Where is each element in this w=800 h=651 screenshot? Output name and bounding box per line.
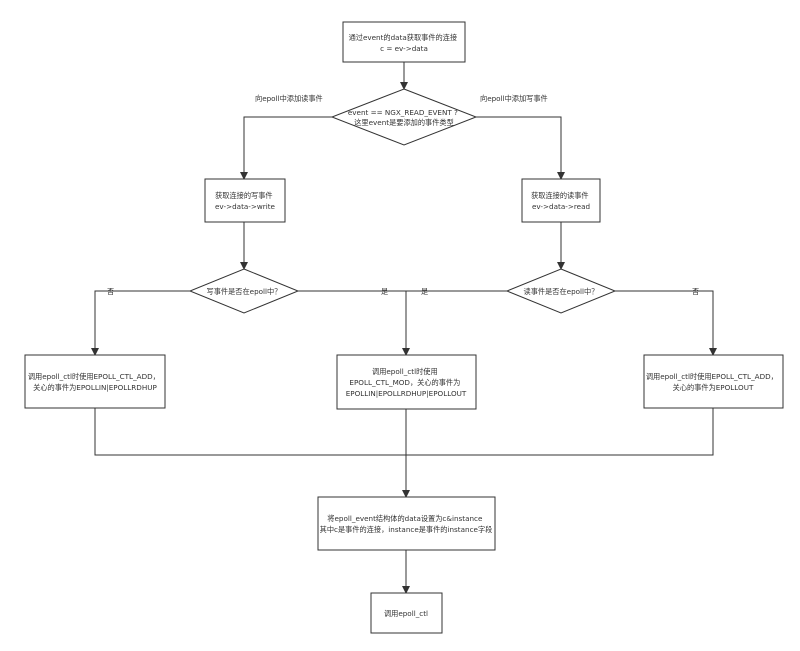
decision-event-type: event == NGX_READ_EVENT ? 这里event是要添加的事件… bbox=[330, 88, 478, 146]
edge-label-left-branch: 向epoll中添加读事件 bbox=[255, 94, 323, 103]
edge-read-no bbox=[615, 290, 717, 356]
edge-label-right-branch: 向epoll中添加写事件 bbox=[480, 94, 548, 103]
edge-label-read-yes: 是 bbox=[421, 287, 428, 296]
node-text: 调用epoll_ctl时使用EPOLL_CTL_ADD， 关心的事件为EPOLL… bbox=[646, 372, 780, 392]
edge-decision-to-get-write bbox=[240, 116, 332, 180]
node-text: 调用epoll_ctl bbox=[384, 609, 428, 618]
node-text: 将epoll_event结构体的data设置为c&instance 其中c是事件… bbox=[320, 514, 493, 534]
node-text: 写事件是否在epoll中？ bbox=[207, 287, 282, 296]
edge-label-write-no: 否 bbox=[107, 287, 114, 296]
decision-write-in-epoll: 写事件是否在epoll中？ bbox=[188, 268, 300, 314]
node-mod: 调用epoll_ctl时使用 EPOLL_CTL_MOD，关心的事件为 EPOL… bbox=[336, 354, 477, 410]
node-text: 获取连接的写事件 ev->data->write bbox=[215, 191, 276, 211]
edge-label-read-no: 否 bbox=[692, 287, 699, 296]
node-add-read: 调用epoll_ctl时使用EPOLL_CTL_ADD， 关心的事件为EPOLL… bbox=[24, 354, 166, 409]
edge-add-read-down bbox=[94, 408, 714, 456]
edges bbox=[91, 62, 717, 594]
edge-write-no bbox=[91, 290, 190, 356]
node-add-write: 调用epoll_ctl时使用EPOLL_CTL_ADD， 关心的事件为EPOLL… bbox=[643, 354, 784, 409]
node-start: 通过event的data获取事件的连接 c = ev->data bbox=[342, 21, 466, 63]
node-text: 获取连接的读事件 ev->data->read bbox=[531, 191, 591, 211]
node-text: 调用epoll_ctl时使用 EPOLL_CTL_MOD，关心的事件为 EPOL… bbox=[346, 367, 467, 398]
node-text: 通过event的data获取事件的连接 c = ev->data bbox=[349, 33, 460, 53]
node-text: 读事件是否在epoll中？ bbox=[524, 287, 599, 296]
edge-decision-to-get-read bbox=[476, 116, 565, 180]
edge-write-yes bbox=[298, 290, 410, 356]
decision-read-in-epoll: 读事件是否在epoll中？ bbox=[505, 268, 617, 314]
node-text: event == NGX_READ_EVENT ? 这里event是要添加的事件… bbox=[348, 108, 460, 127]
node-end: 调用epoll_ctl bbox=[370, 592, 443, 634]
node-get-read: 获取连接的读事件 ev->data->read bbox=[521, 178, 601, 223]
node-text: 调用epoll_ctl时使用EPOLL_CTL_ADD， 关心的事件为EPOLL… bbox=[28, 372, 162, 392]
edge-label-write-yes: 是 bbox=[381, 287, 388, 296]
node-get-write: 获取连接的写事件 ev->data->write bbox=[204, 178, 286, 223]
node-set-data: 将epoll_event结构体的data设置为c&instance 其中c是事件… bbox=[317, 496, 496, 551]
